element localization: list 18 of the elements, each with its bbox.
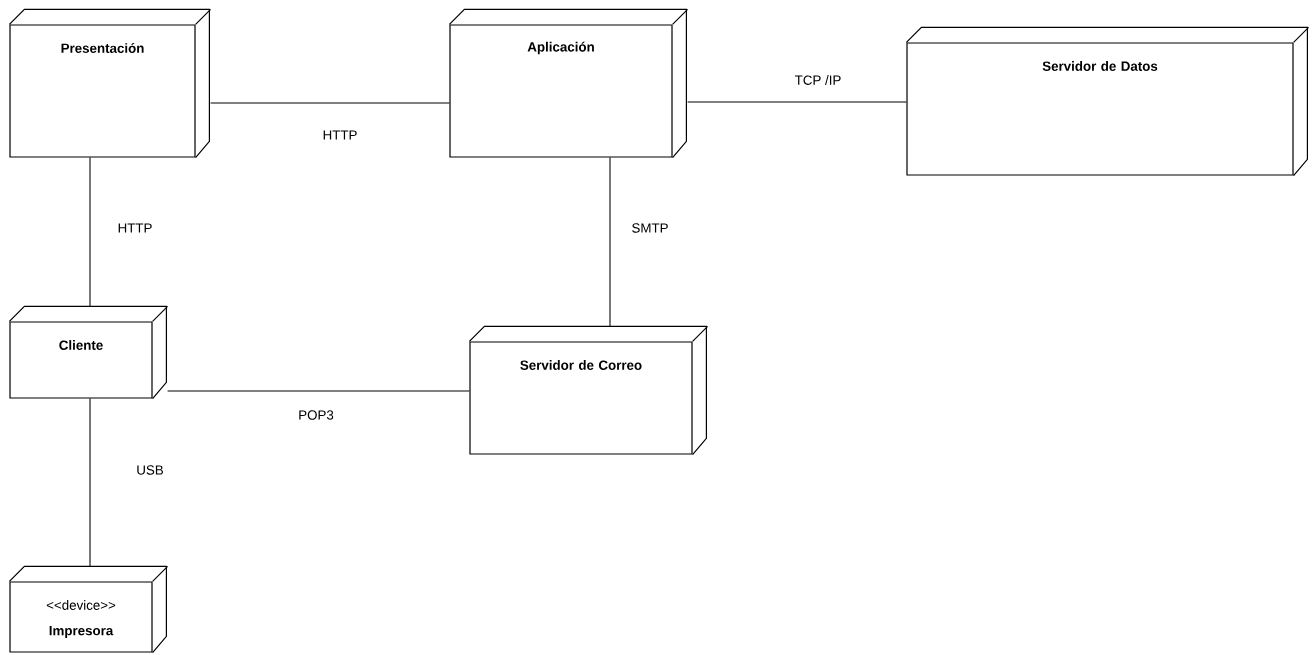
connector-line [167, 390, 470, 392]
node-box: <<device>> Impresora [8, 565, 169, 654]
edge-label: HTTP [321, 129, 359, 141]
connector-line [609, 157, 611, 327]
edge-label: POP3 [296, 408, 336, 422]
edge-label: USB [134, 463, 166, 477]
edge-label: TCP /IP [793, 73, 843, 87]
edge-label: HTTP [116, 222, 154, 234]
edge-label: SMTP [630, 221, 670, 235]
node-box: Presentación [8, 8, 212, 159]
node-box: Cliente [8, 305, 169, 400]
connector-line [210, 102, 450, 104]
connector-line [89, 398, 91, 567]
node-box: Servidor de Datos [905, 26, 1310, 177]
node-box: Aplicación [448, 8, 689, 159]
node-box: Servidor de Correo [468, 325, 709, 456]
connector-line [687, 101, 907, 103]
connector-line [89, 157, 91, 307]
